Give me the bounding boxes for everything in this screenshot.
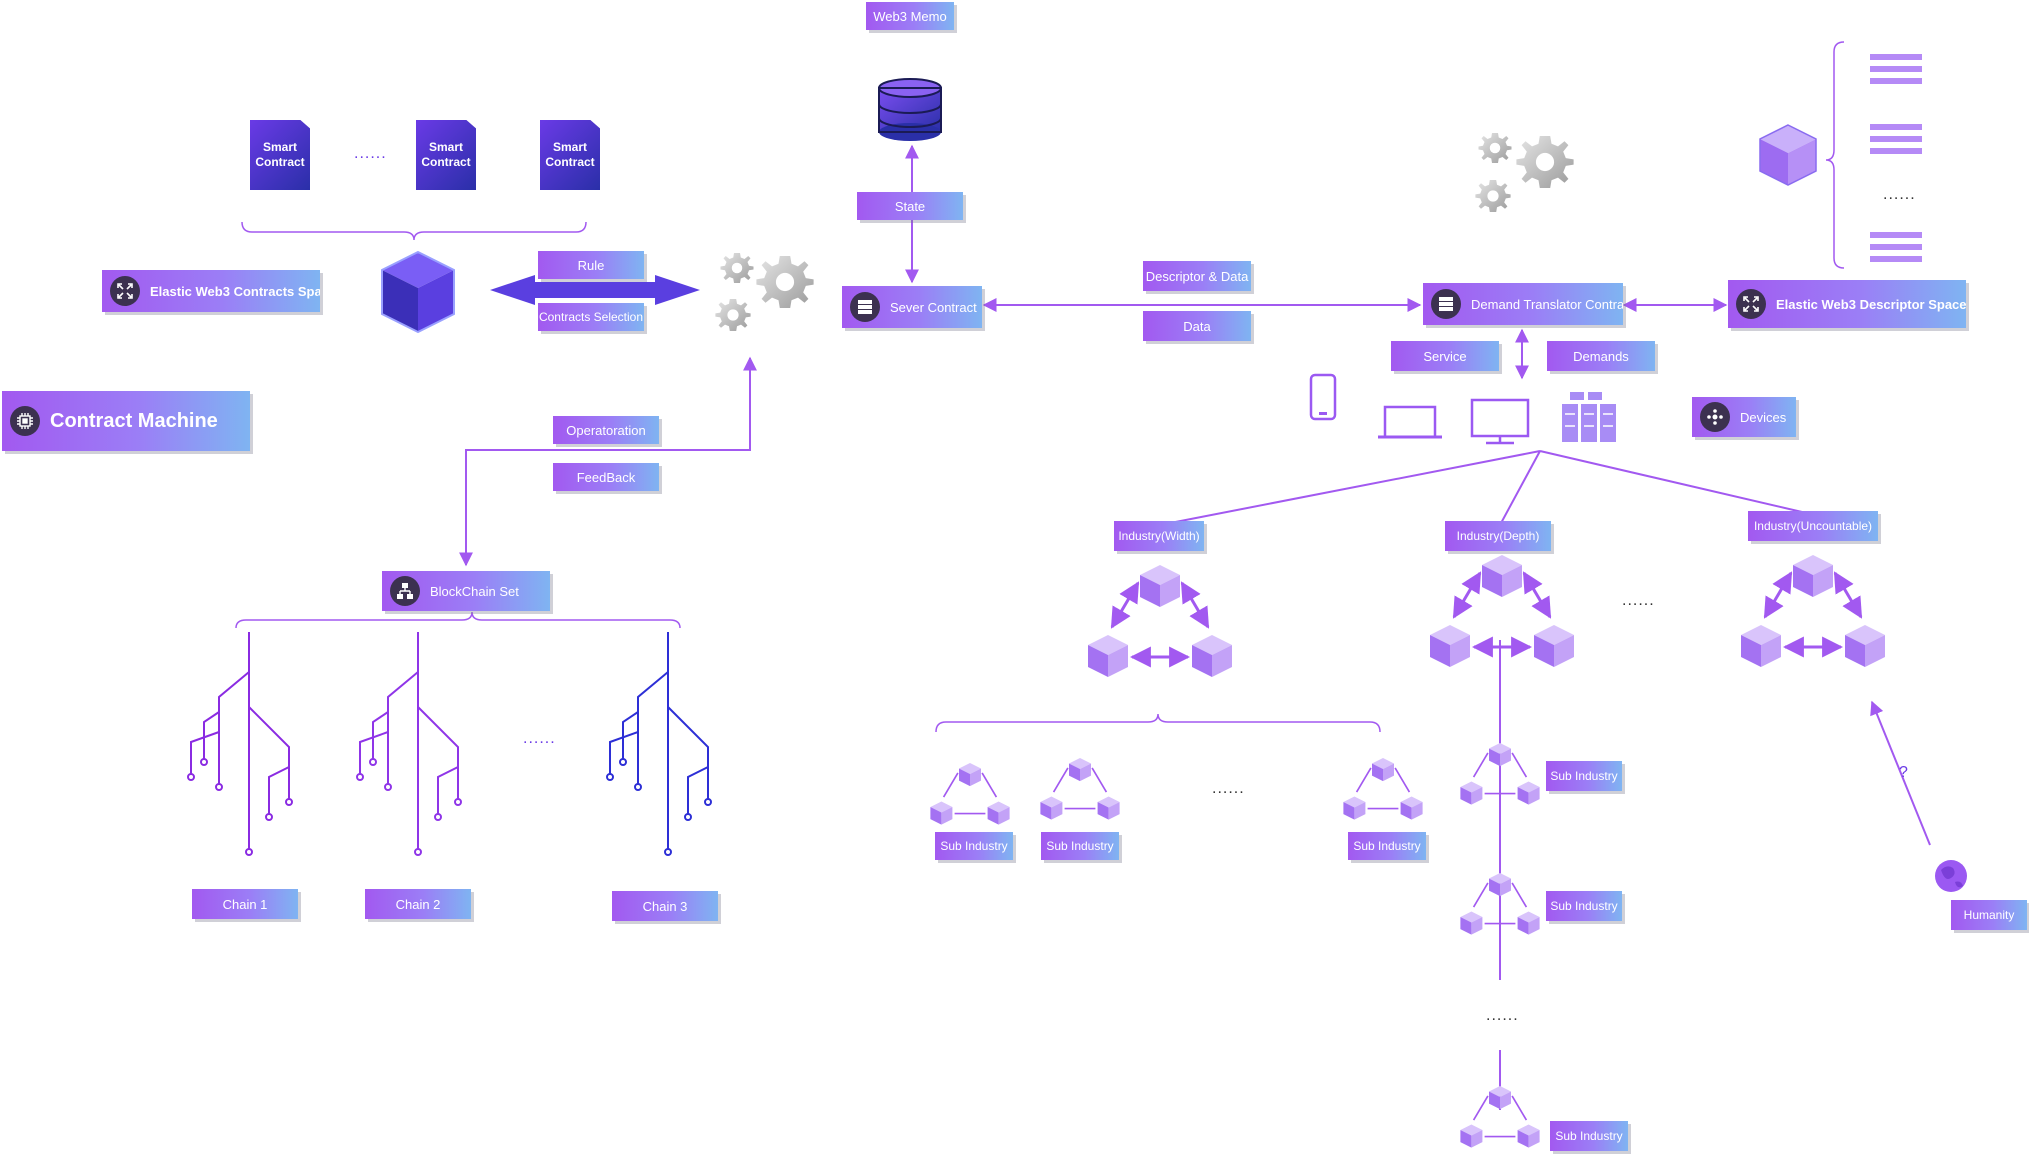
server-contract-label: Sever Contract: [890, 299, 977, 315]
elastic-descriptor-space-label: Elastic Web3 Descriptor Space: [1776, 296, 1966, 312]
industry-depth-network: [1430, 555, 1574, 667]
chain-2-label: Chain 2: [365, 889, 471, 919]
contract-machine-label: Contract Machine: [50, 409, 218, 432]
sub-industry-label: Sub Industry: [1041, 832, 1119, 860]
contracts-ellipsis: ......: [354, 145, 387, 162]
expand-icon: [1736, 289, 1766, 319]
elastic-contracts-space-label: Elastic Web3 Contracts Space: [150, 283, 320, 299]
chain-3-tree: [606, 631, 712, 856]
elastic-contracts-space-box[interactable]: Elastic Web3 Contracts Space: [102, 270, 320, 312]
server-rack-icon: [1562, 392, 1616, 442]
cube-icon: [381, 250, 455, 334]
blockchain-feedback-connector: [459, 356, 757, 567]
industry-depth-label: Industry(Depth): [1445, 521, 1551, 551]
humanity-connector: [1870, 700, 1931, 846]
list-icon: [1870, 54, 1922, 262]
server-contract-box[interactable]: Sever Contract: [842, 286, 982, 328]
chain-3-label: Chain 3: [612, 891, 718, 921]
demand-translator-box[interactable]: Demand Translator Contract: [1423, 283, 1623, 325]
gear-icon: [715, 253, 814, 331]
demand-translator-label: Demand Translator Contract: [1471, 296, 1623, 312]
service-label: Service: [1391, 341, 1499, 371]
feedback-label: FeedBack: [553, 463, 659, 491]
industry-depth-connector: [1499, 450, 1541, 526]
sub-industry-label: Sub Industry: [935, 832, 1013, 860]
sub-industry-network: [930, 763, 1010, 825]
devices-icon: [1700, 402, 1730, 432]
sub-industry-network: [1343, 758, 1423, 820]
industry-uncountable-network: [1741, 555, 1885, 667]
industry-width-network: [1088, 565, 1232, 677]
globe-icon: [1935, 860, 1967, 892]
sub-industry-network: [1460, 1086, 1540, 1148]
data-label: Data: [1143, 311, 1251, 341]
depth-ellipsis: ......: [1486, 1007, 1519, 1024]
laptop-icon: [1378, 405, 1442, 439]
contracts-brace: [241, 221, 587, 241]
rule-selection-arrow: [490, 275, 700, 305]
database-icon: [878, 78, 942, 141]
contracts-selection-label: Contracts Selection: [538, 303, 644, 331]
industry-uncountable-label: Industry(Uncountable): [1748, 511, 1878, 541]
contract-machine-box[interactable]: Contract Machine: [2, 391, 250, 451]
monitor-icon: [1470, 398, 1530, 445]
sub-industry-label: Sub Industry: [1348, 832, 1426, 860]
chains-ellipsis: ......: [523, 730, 556, 747]
sub-industry-label: Sub Industry: [1546, 761, 1622, 791]
industry-uncountable-connector: [1539, 450, 1816, 516]
industry-ellipsis: ......: [1622, 592, 1655, 609]
industry-width-connector: [1159, 450, 1541, 526]
cube-icon: [1759, 124, 1817, 186]
humanity-label: Humanity: [1951, 900, 2027, 930]
web3-memo-label: Web3 Memo: [866, 2, 954, 30]
blockchain-set-label: BlockChain Set: [430, 583, 519, 599]
blockchain-set-box[interactable]: BlockChain Set: [382, 571, 550, 611]
sub-industry-network: [1460, 873, 1540, 935]
devices-label: Devices: [1740, 409, 1787, 425]
descriptor-brace: [1825, 41, 1845, 269]
server-icon: [850, 292, 880, 322]
chip-icon: [10, 406, 40, 436]
operatoration-label: Operatoration: [553, 416, 659, 444]
demands-label: Demands: [1547, 341, 1655, 371]
sub-industry-network: [1040, 758, 1120, 820]
descriptor-data-label: Descriptor & Data: [1143, 261, 1251, 291]
rule-label: Rule: [538, 251, 644, 279]
gear-icon: [1475, 133, 1574, 212]
state-label: State: [857, 192, 963, 220]
hierarchy-icon: [390, 576, 420, 606]
expand-icon: [110, 276, 140, 306]
sub-industry-label: Sub Industry: [1546, 891, 1622, 921]
chain-2-tree: [356, 631, 462, 856]
descriptor-ellipsis: ......: [1883, 186, 1916, 203]
chains-brace: [235, 611, 681, 629]
sub-industry-ellipsis: ......: [1212, 780, 1245, 797]
industry-width-label: Industry(Width): [1114, 521, 1204, 551]
devices-box[interactable]: Devices: [1692, 397, 1796, 437]
question-mark: ?: [1899, 764, 1908, 781]
sub-industry-brace: [935, 713, 1381, 733]
elastic-descriptor-space-box[interactable]: Elastic Web3 Descriptor Space: [1728, 280, 1966, 328]
server-icon: [1431, 289, 1461, 319]
chain-1-label: Chain 1: [192, 889, 298, 919]
sub-industry-network: [1460, 743, 1540, 805]
sub-industry-label: Sub Industry: [1550, 1121, 1628, 1151]
phone-icon: [1309, 373, 1337, 421]
chain-1-tree: [187, 631, 293, 856]
